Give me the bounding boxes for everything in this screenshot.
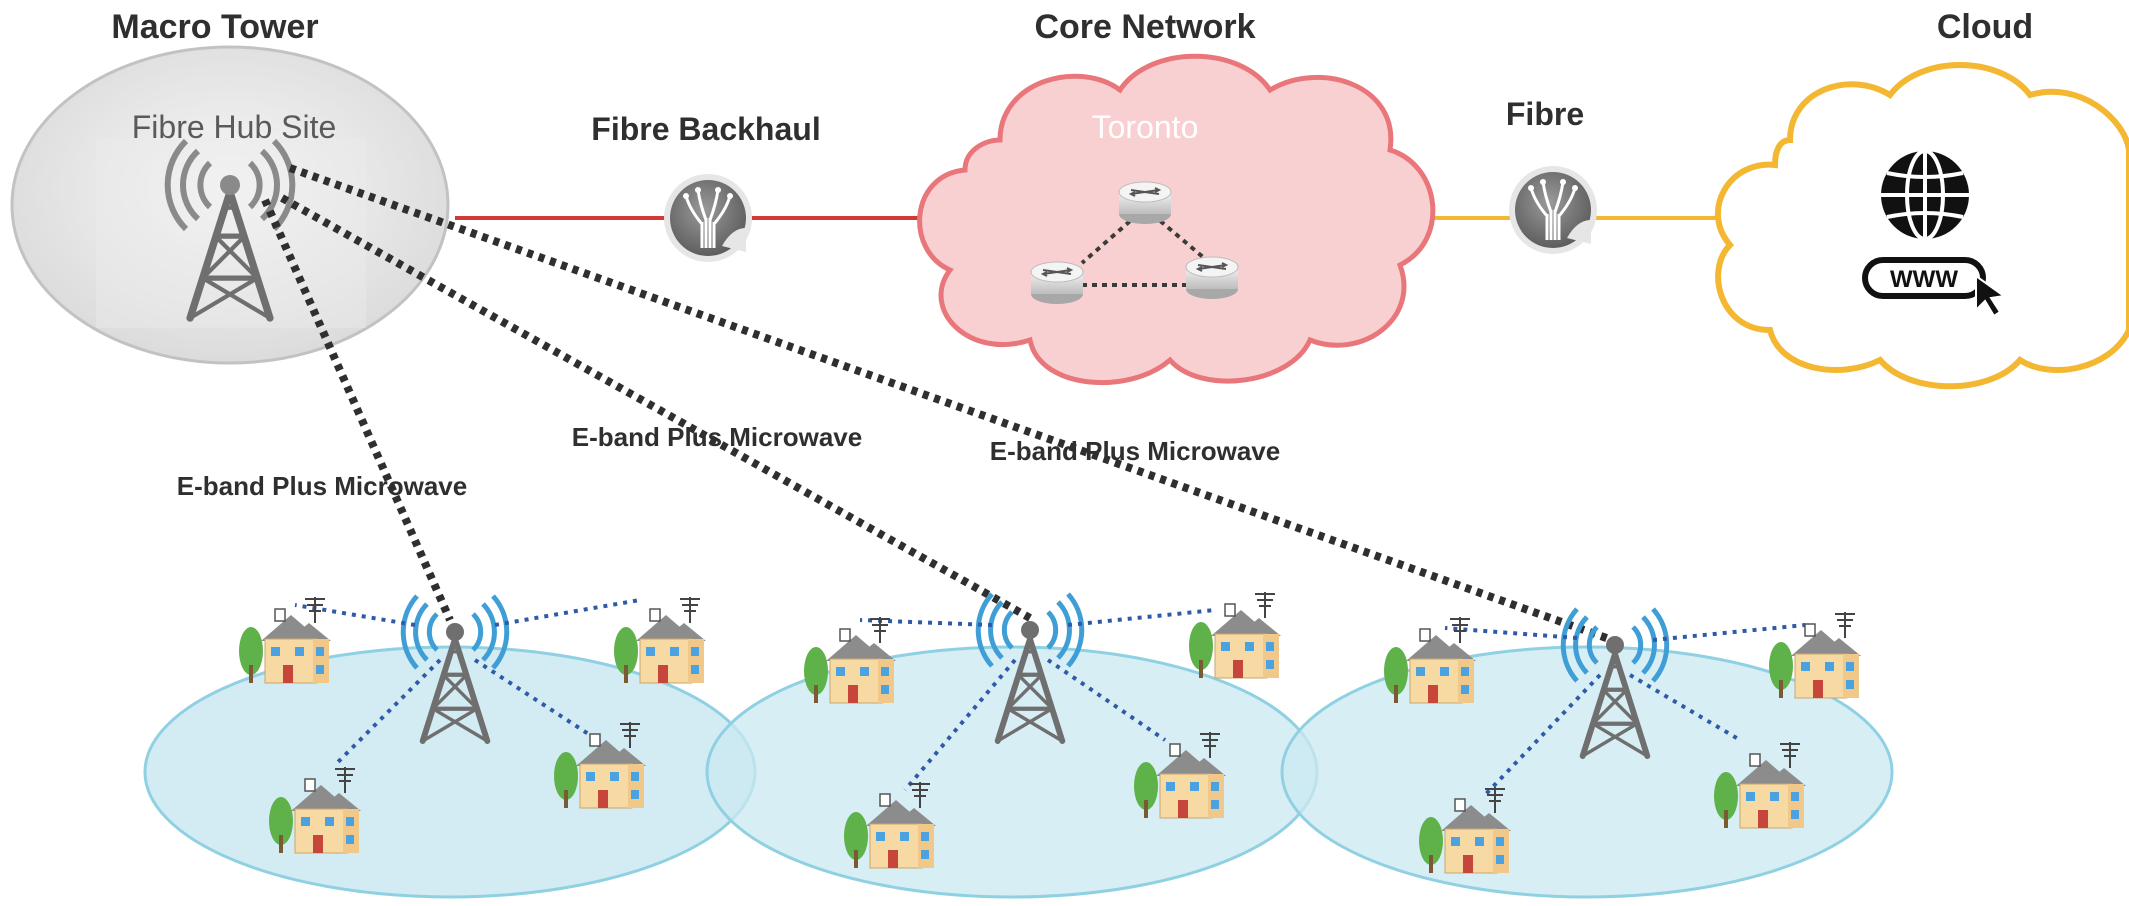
cloud-heading: Cloud <box>1937 8 2033 46</box>
house-icon <box>1768 611 1862 699</box>
antenna-wave-icon <box>400 594 510 670</box>
fibre-hub-site-label: Fibre Hub Site <box>132 109 337 145</box>
house-icon <box>613 596 707 684</box>
coverage-cell-1 <box>143 645 757 899</box>
fibre-backhaul-icon <box>662 172 754 264</box>
microwave-link-label-3: E-band Plus Microwave <box>990 436 1280 466</box>
fibre-backhaul-label: Fibre Backhaul <box>591 111 820 147</box>
core-network-heading: Core Network <box>1034 8 1255 46</box>
antenna-wave-icon <box>1560 607 1670 683</box>
fibre-label: Fibre <box>1506 96 1584 132</box>
house-icon <box>1188 591 1282 679</box>
cell-tower-3 <box>1560 607 1670 756</box>
router-icon <box>1118 181 1172 225</box>
globe-icon <box>1881 149 1969 241</box>
router-icon <box>1030 261 1084 305</box>
router-icon <box>1185 256 1239 300</box>
microwave-link-label-1: E-band Plus Microwave <box>177 471 467 501</box>
house-icon <box>1383 616 1477 704</box>
www-badge: WWW <box>1862 257 2007 318</box>
macro-tower-heading: Macro Tower <box>111 8 318 46</box>
www-label: WWW <box>1890 266 1958 293</box>
local-links <box>294 598 1806 797</box>
house-icon <box>238 596 332 684</box>
toronto-label: Toronto <box>1092 109 1199 145</box>
fibre-icon <box>1507 164 1599 256</box>
cursor-icon <box>1975 274 2007 318</box>
microwave-links <box>261 164 1614 644</box>
house-icon <box>803 616 897 704</box>
microwave-link-label-2: E-band Plus Microwave <box>572 422 862 452</box>
antenna-wave-icon <box>975 592 1085 668</box>
cell-tower-1 <box>400 594 510 741</box>
coverage-cell-2 <box>705 645 1319 899</box>
core-network-cloud <box>917 53 1436 386</box>
cell-tower-2 <box>975 592 1085 741</box>
